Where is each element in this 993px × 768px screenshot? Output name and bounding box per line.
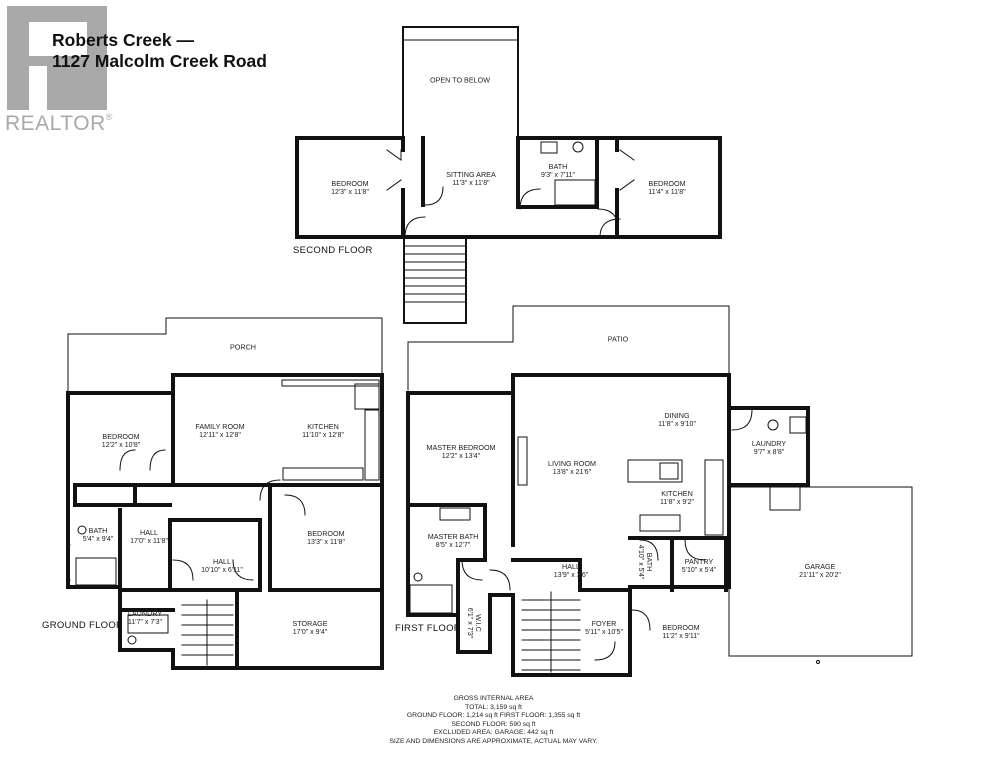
second-floor-label: SECOND FLOOR — [293, 245, 373, 256]
realtor-logo-mark-icon — [7, 6, 107, 110]
ground-floor-walls — [66, 373, 384, 670]
first-floor-walls — [406, 373, 810, 677]
area-summary-total: TOTAL: 3,159 sq ft — [465, 703, 522, 711]
area-summary-heading: GROSS INTERNAL AREA — [453, 695, 534, 702]
first-floor-details — [409, 409, 913, 673]
first-floor-patio — [407, 305, 730, 391]
listing-title-line1: Roberts Creek — — [52, 30, 194, 50]
realtor-logo: REALTOR® — [5, 4, 117, 136]
ground-floor-label: GROUND FLOOR — [42, 620, 124, 631]
second-floor-walls — [295, 26, 722, 324]
ground-floor-details — [67, 379, 380, 666]
second-floor-details — [386, 39, 635, 303]
room-open-to-below: OPEN TO BELOW — [429, 75, 491, 85]
area-summary: GROSS INTERNAL AREA TOTAL: 3,159 sq ft G… — [0, 695, 993, 747]
area-summary-excluded: EXCLUDED AREA: GARAGE: 442 sq ft — [433, 729, 554, 737]
realtor-logo-word: REALTOR® — [5, 112, 113, 135]
listing-title-line2: 1127 Malcolm Creek Road — [52, 51, 267, 71]
listing-title: Roberts Creek — 1127 Malcolm Creek Road — [52, 30, 267, 72]
first-floor-label: FIRST FLOOR — [395, 623, 461, 634]
area-patio: PATIO — [607, 334, 629, 344]
area-porch: PORCH — [230, 342, 256, 352]
area-summary-second: SECOND FLOOR: 590 sq ft — [451, 720, 536, 728]
ground-floor-patio-porch — [67, 317, 383, 394]
area-summary-disclaimer: SIZE AND DIMENSIONS ARE APPROXIMATE, ACT… — [389, 737, 598, 745]
area-summary-ground-first: GROUND FLOOR: 1,214 sq ft FIRST FLOOR: 1… — [406, 712, 581, 720]
